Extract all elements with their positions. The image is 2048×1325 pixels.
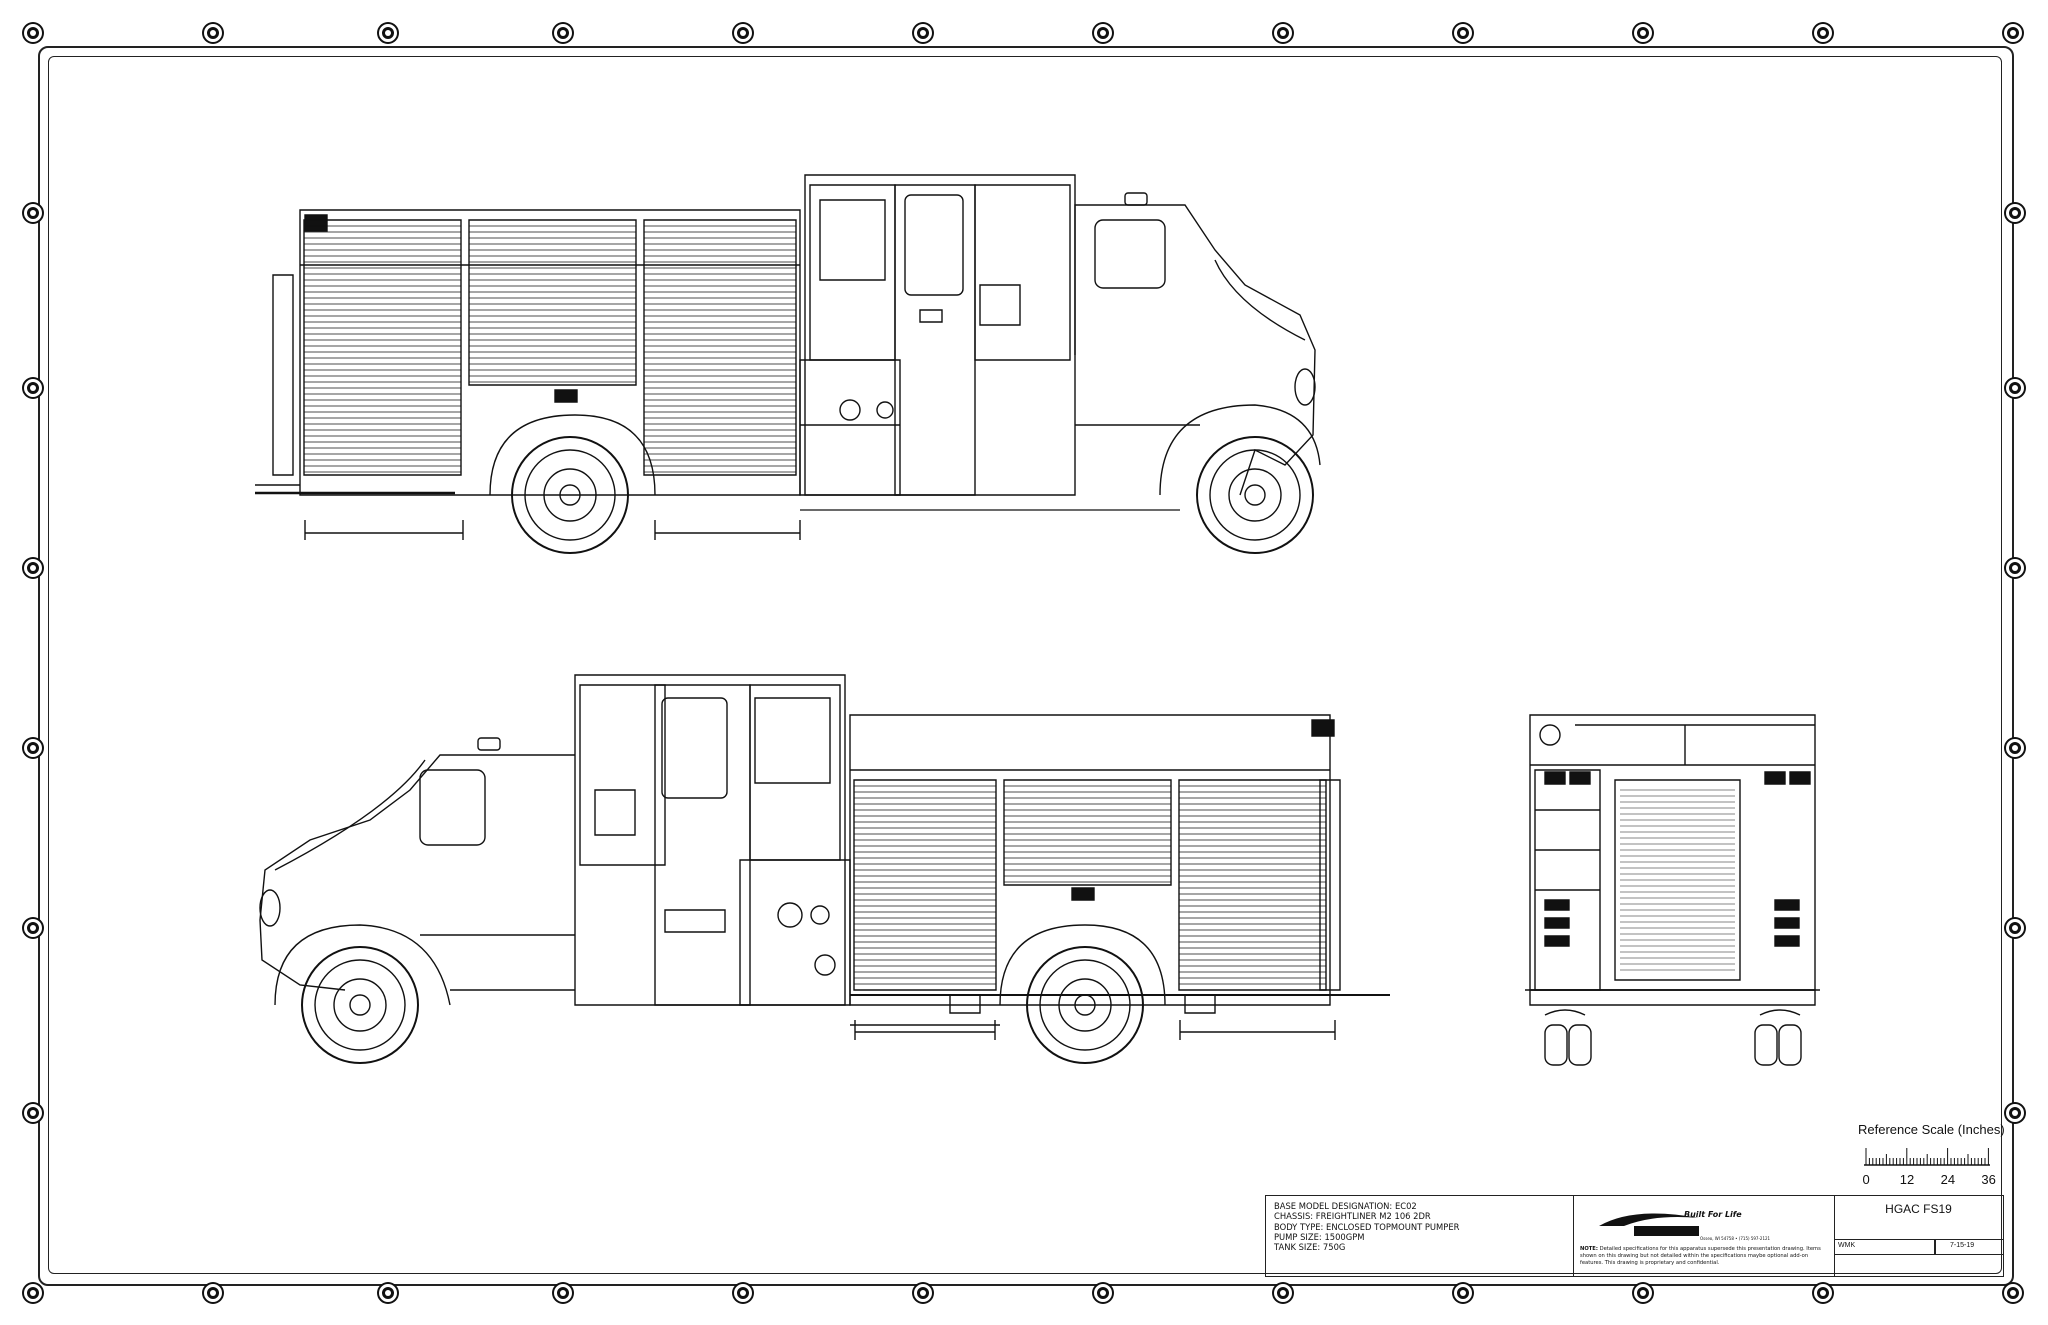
drawn-by: WMK bbox=[1838, 1242, 1856, 1249]
bolt-icon bbox=[554, 24, 572, 42]
bolt-icon bbox=[379, 24, 397, 42]
reference-scale-tick-label: 24 bbox=[1940, 1172, 1956, 1187]
truck-side-view-top bbox=[255, 165, 1415, 560]
bolt-icon bbox=[24, 1104, 42, 1122]
bolt-icon bbox=[24, 559, 42, 577]
bolt-icon bbox=[734, 1284, 752, 1302]
bolt-icon bbox=[2006, 559, 2024, 577]
bolt-icon bbox=[204, 24, 222, 42]
bolt-icon bbox=[914, 24, 932, 42]
bolt-icon bbox=[24, 739, 42, 757]
bolt-icon bbox=[24, 24, 42, 42]
bolt-icon bbox=[2006, 919, 2024, 937]
bolt-icon bbox=[1454, 1284, 1472, 1302]
bolt-icon bbox=[1274, 24, 1292, 42]
spec-row: PUMP SIZE: 1500GPM bbox=[1274, 1231, 1365, 1242]
rear-wheel bbox=[1027, 947, 1143, 1063]
spec-row: CHASSIS: FREIGHTLINER M2 106 2DR bbox=[1274, 1211, 1431, 1222]
company-address: Osseo, WI 54758 • (715) 597-2121 bbox=[1700, 1236, 1771, 1241]
bolt-icon bbox=[379, 1284, 397, 1302]
drawing-frame-inner bbox=[48, 56, 2002, 1274]
truck-rear-view bbox=[1525, 710, 1825, 1070]
reference-scale-tick-label: 0 bbox=[1862, 1172, 1870, 1187]
bolt-icon bbox=[734, 24, 752, 42]
project-name: HGAC FS19 bbox=[1834, 1196, 2003, 1240]
bolt-icon bbox=[2006, 1104, 2024, 1122]
rear-door-slats bbox=[1620, 790, 1735, 970]
rear-wheel bbox=[512, 437, 628, 553]
bolt-icon bbox=[554, 1284, 572, 1302]
bolt-icon bbox=[914, 1284, 932, 1302]
drawing-note: NOTE: Detailed specifications for this a… bbox=[1580, 1246, 1821, 1266]
front-wheel bbox=[1197, 437, 1313, 553]
bolt-icon bbox=[1454, 24, 1472, 42]
bolt-icon bbox=[2006, 204, 2024, 222]
logo-swoosh-icon bbox=[1599, 1213, 1699, 1236]
title-block-right: HGAC FS19 WMK 7-15-19 bbox=[1834, 1196, 2003, 1276]
front-wheel bbox=[302, 947, 418, 1063]
bolt-icon bbox=[1634, 24, 1652, 42]
roll-up-door-group bbox=[854, 780, 1326, 990]
bolt-icon bbox=[1094, 24, 1112, 42]
bolt-icon bbox=[204, 1284, 222, 1302]
bolt-icon bbox=[24, 1284, 42, 1302]
logo-tagline: Built For Life bbox=[1684, 1210, 1742, 1219]
drawing-frame-outer bbox=[38, 46, 2014, 1286]
company-logo: Built For Life Osseo, WI 54758 • (715) 5… bbox=[1574, 1196, 1835, 1276]
reference-scale-tick-label: 12 bbox=[1899, 1172, 1915, 1187]
reference-scale-title: Reference Scale (Inches) bbox=[1858, 1122, 2005, 1137]
bolt-icon bbox=[2004, 24, 2022, 42]
bolt-icon bbox=[24, 204, 42, 222]
bolt-icon bbox=[24, 379, 42, 397]
bolt-icon bbox=[2006, 379, 2024, 397]
bolt-icon bbox=[24, 919, 42, 937]
spec-list: BASE MODEL DESIGNATION: EC02 CHASSIS: FR… bbox=[1266, 1196, 1574, 1276]
bolt-icon bbox=[1634, 1284, 1652, 1302]
roll-up-door-group bbox=[304, 220, 796, 475]
bolt-icon bbox=[1814, 1284, 1832, 1302]
truck-side-view-bottom bbox=[250, 670, 1400, 1075]
spec-row: TANK SIZE: 750G bbox=[1274, 1242, 1346, 1253]
bolt-icon bbox=[1094, 1284, 1112, 1302]
bolt-icon bbox=[2004, 1284, 2022, 1302]
reference-scale-bar bbox=[1864, 1148, 1990, 1166]
drawn-date-row: WMK 7-15-19 bbox=[1834, 1240, 2003, 1255]
bolt-icon bbox=[1274, 1284, 1292, 1302]
spec-row: BASE MODEL DESIGNATION: EC02 bbox=[1274, 1201, 1417, 1211]
drawing-date: 7-15-19 bbox=[1950, 1242, 1975, 1249]
bolt-icon bbox=[1814, 24, 1832, 42]
spec-row: BODY TYPE: ENCLOSED TOPMOUNT PUMPER bbox=[1274, 1221, 1460, 1232]
reference-scale-tick-label: 36 bbox=[1981, 1172, 1996, 1187]
title-block: BASE MODEL DESIGNATION: EC02 CHASSIS: FR… bbox=[1265, 1195, 2004, 1277]
bolt-icon bbox=[2006, 739, 2024, 757]
